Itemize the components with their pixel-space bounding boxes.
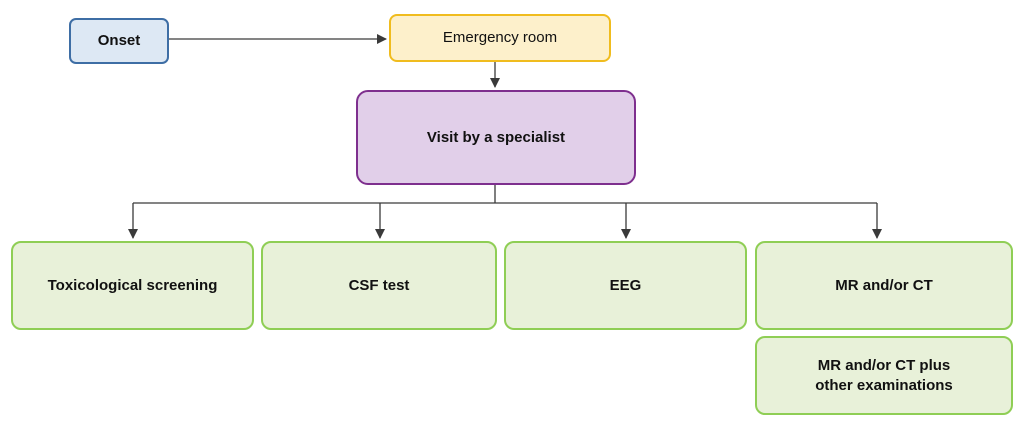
- node-specialist-visit: Visit by a specialist: [356, 90, 636, 185]
- node-emergency-room-label: Emergency room: [442, 29, 558, 47]
- node-csf-test: CSF test: [261, 241, 497, 330]
- node-emergency-room: Emergency room: [389, 14, 611, 62]
- node-eeg: EEG: [504, 241, 747, 330]
- node-mr-ct-plus-other: MR and/or CT plus other examinations: [755, 336, 1013, 415]
- node-eeg-label: EEG: [609, 276, 642, 294]
- node-mr-ct: MR and/or CT: [755, 241, 1013, 330]
- node-toxicological-screening-label: Toxicological screening: [47, 276, 218, 294]
- node-csf-test-label: CSF test: [348, 276, 410, 294]
- node-onset: Onset: [69, 18, 169, 64]
- node-toxicological-screening: Toxicological screening: [11, 241, 254, 330]
- node-onset-label: Onset: [97, 32, 141, 50]
- node-mr-ct-plus-other-label: MR and/or CT plus other examinations: [815, 357, 953, 394]
- node-specialist-visit-label: Visit by a specialist: [426, 128, 566, 146]
- node-mr-ct-label: MR and/or CT: [835, 276, 933, 294]
